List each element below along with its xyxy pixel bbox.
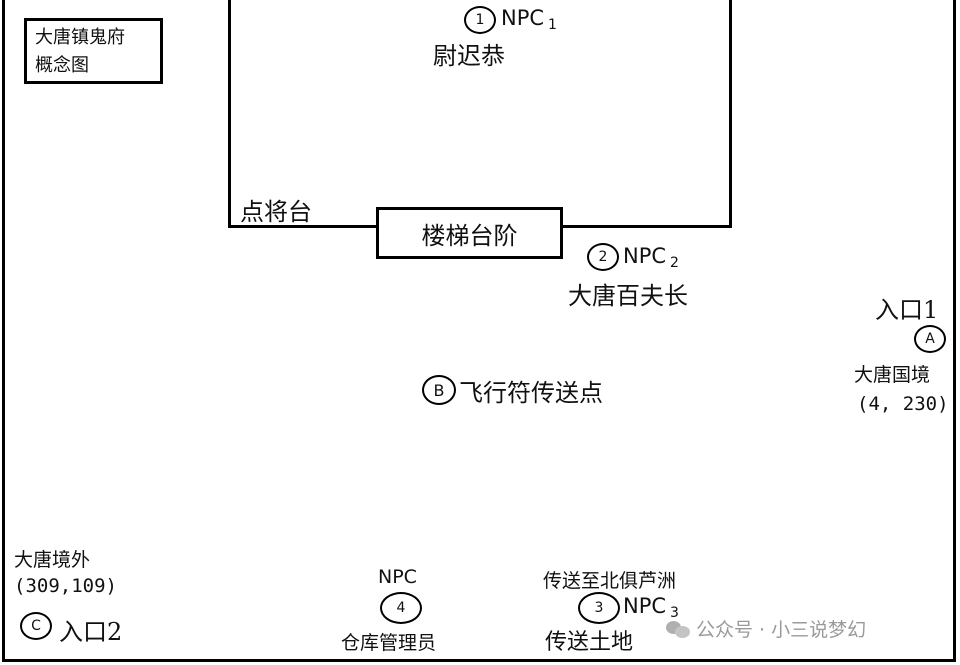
entrance1-label: 入口1 bbox=[875, 296, 939, 324]
flight-point-label: 飞行符传送点 bbox=[459, 379, 603, 407]
entrance1-marker[interactable]: A bbox=[914, 325, 946, 353]
npc1-number: 1 bbox=[548, 17, 557, 33]
npc2-number: 2 bbox=[670, 255, 679, 271]
npc2-label: NPC bbox=[623, 244, 667, 268]
npc4-name: 仓库管理员 bbox=[341, 632, 437, 654]
npc1-name: 尉迟恭 bbox=[433, 42, 505, 70]
stairs-box: 楼梯台阶 bbox=[376, 207, 563, 259]
map-title-line1: 大唐镇鬼府 bbox=[35, 27, 125, 48]
entrance2-marker[interactable]: C bbox=[20, 612, 52, 640]
watermark: 公众号 · 小三说梦幻 bbox=[666, 615, 866, 642]
npc3-note: 传送至北俱芦洲 bbox=[543, 570, 677, 592]
npc3-number: 3 bbox=[670, 605, 679, 621]
npc1-label: NPC bbox=[501, 6, 545, 30]
entrance2-label: 入口2 bbox=[59, 618, 123, 646]
npc3-marker[interactable]: 3 bbox=[578, 592, 620, 624]
npc2-marker[interactable]: 2 bbox=[587, 243, 619, 271]
dianjiangtai-label: 点将台 bbox=[240, 198, 312, 226]
flight-point-marker[interactable]: B bbox=[422, 375, 456, 405]
npc3-label: NPC bbox=[623, 594, 667, 618]
npc4-marker[interactable]: 4 bbox=[380, 592, 422, 624]
npc2-name: 大唐百夫长 bbox=[568, 282, 688, 310]
wechat-icon bbox=[666, 619, 692, 639]
npc1-marker[interactable]: 1 bbox=[464, 6, 496, 34]
stairs-label: 楼梯台阶 bbox=[421, 221, 518, 250]
entrance1-coords: (4, 230) bbox=[857, 393, 949, 415]
map-title: 大唐镇鬼府 概念图 bbox=[24, 18, 163, 84]
map-title-line2: 概念图 bbox=[35, 55, 89, 76]
watermark-text: 公众号 · 小三说梦幻 bbox=[696, 619, 867, 641]
npc3-name: 传送土地 bbox=[545, 630, 634, 655]
npc4-label: NPC bbox=[378, 566, 417, 588]
entrance2-destination: 大唐境外 bbox=[14, 549, 91, 571]
entrance1-destination: 大唐国境 bbox=[854, 364, 931, 386]
entrance2-coords: (309,109) bbox=[14, 575, 117, 597]
